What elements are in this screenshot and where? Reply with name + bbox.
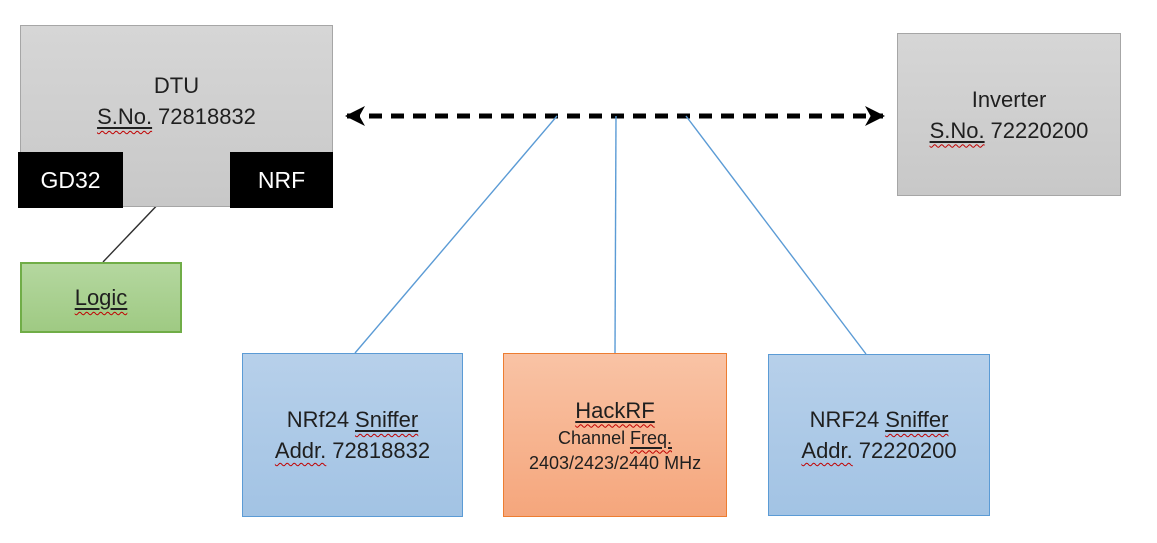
dtu-title: DTU: [153, 73, 200, 98]
sniffer-right-name-prefix: NRF24: [809, 407, 880, 432]
hackrf-channel-prefix: Channel: [558, 427, 626, 448]
logic-box: Logic: [20, 262, 182, 333]
logic-label: Logic: [74, 285, 128, 310]
sniffer-right-connector-line: [685, 115, 867, 355]
sniffer-left-addr-value: 72818832: [332, 438, 431, 463]
inverter-serial: S.No.72220200: [930, 115, 1089, 146]
inverter-serial-label: S.No.: [929, 117, 985, 143]
sniffer-left-name-prefix: NRf24: [286, 407, 350, 432]
gd32-chip: GD32: [18, 152, 123, 208]
gd32-chip-label: GD32: [40, 166, 101, 193]
hackrf-frequencies: 2403/2423/2440 MHz: [528, 452, 702, 473]
sniffer-right-addr: Addr.72220200: [801, 435, 956, 466]
sniffer-left-name-underlined: Sniffer: [355, 407, 419, 432]
dtu-serial: S.No.72818832: [97, 101, 256, 132]
nrf-chip: NRF: [230, 152, 333, 208]
sniffer-right-addr-value: 72220200: [858, 438, 957, 463]
dtu-serial-label: S.No.: [97, 104, 153, 129]
sniffer-left-addr-label: Addr.: [274, 438, 327, 463]
dtu-serial-value: 72818832: [158, 104, 256, 129]
sniffer-left-addr: Addr.72818832: [275, 435, 430, 466]
nrf-chip-label: NRF: [257, 166, 306, 193]
sniffer-left-connector-line: [354, 115, 558, 354]
inverter-serial-value: 72220200: [990, 117, 1089, 143]
sniffer-right-addr-label: Addr.: [801, 438, 853, 463]
hackrf-connector-line: [614, 115, 617, 354]
hackrf-title: HackRF: [575, 397, 655, 423]
inverter-box: Inverter S.No.72220200: [897, 33, 1121, 196]
sniffer-right-name-underlined: Sniffer: [885, 407, 949, 432]
hackrf-channel-underlined: Freq.: [629, 427, 672, 448]
inverter-title: Inverter: [971, 86, 1047, 112]
